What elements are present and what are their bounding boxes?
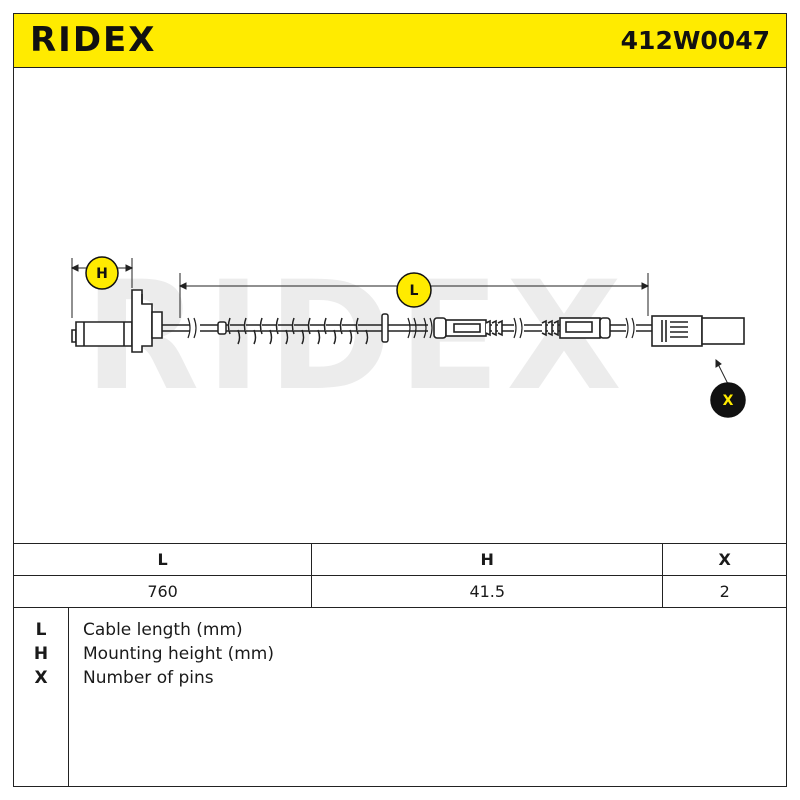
- legend-key-column: [14, 608, 69, 787]
- callout-l-label: L: [410, 283, 419, 299]
- legend-description: Mounting height (mm): [83, 644, 274, 664]
- watermark-text: RIDEX: [84, 250, 628, 424]
- value-l: 760: [14, 575, 313, 607]
- value-x: 2: [662, 575, 786, 607]
- legend: L Cable length (mm) H Mounting height (m…: [14, 607, 786, 787]
- sensor-cable-drawing: RIDEX: [70, 250, 746, 424]
- inline-connector-right: [541, 317, 611, 339]
- product-sheet: RIDEX 412W0047 RIDEX: [13, 13, 787, 787]
- legend-row-x: X Number of pins: [14, 668, 786, 692]
- legend-key: X: [34, 668, 48, 688]
- legend-key: H: [33, 644, 49, 664]
- value-h: 41.5: [311, 575, 664, 607]
- callout-h-badge: [85, 256, 119, 290]
- plug-connector: [651, 315, 745, 347]
- technical-drawing: RIDEX: [14, 68, 786, 543]
- legend-description: Number of pins: [83, 668, 214, 688]
- header-x: X: [662, 543, 786, 576]
- callout-x-leader: [715, 358, 729, 385]
- callout-h-label: H: [96, 266, 108, 282]
- legend-key: L: [35, 620, 47, 640]
- callout-x-label: X: [723, 393, 734, 409]
- legend-row-h: H Mounting height (mm): [14, 644, 786, 668]
- header-bar: RIDEX 412W0047: [14, 14, 786, 68]
- inline-connector-left: [433, 317, 503, 339]
- header-h: H: [311, 543, 664, 576]
- cable-clips: [217, 313, 389, 345]
- callout-x-badge: [710, 382, 746, 418]
- dimensions-header-row: L H X: [14, 543, 786, 576]
- cable-break-marks: [187, 317, 635, 339]
- dimensions-value-row: 760 41.5 2: [14, 575, 786, 607]
- header-l: L: [14, 543, 313, 576]
- part-number: 412W0047: [620, 26, 770, 55]
- dimensions-table: L H X 760 41.5 2: [14, 543, 786, 607]
- legend-row-l: L Cable length (mm): [14, 620, 786, 644]
- legend-description: Cable length (mm): [83, 620, 243, 640]
- callout-l-badge: [396, 272, 432, 308]
- dimension-h: [70, 258, 134, 318]
- sensor-head: [71, 289, 163, 353]
- brand-logo: RIDEX: [30, 20, 157, 60]
